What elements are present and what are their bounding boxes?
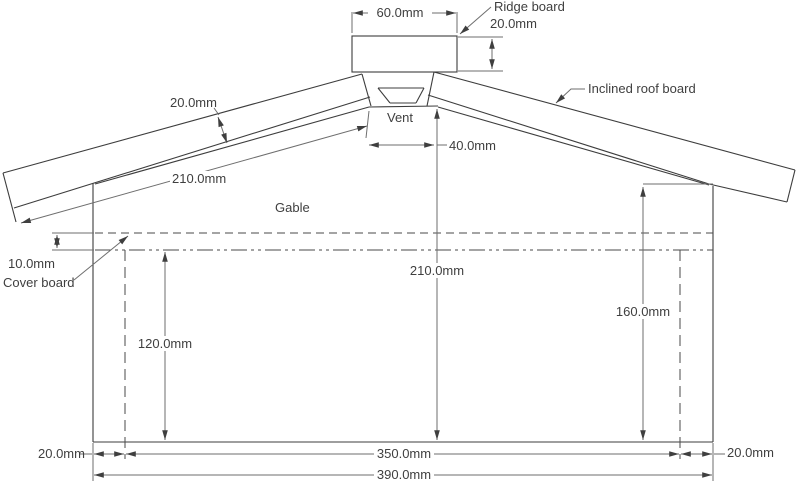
vent-outer-left — [361, 73, 372, 107]
left-roof-end-cap — [2, 172, 17, 223]
inclined-roof-board-leader — [555, 88, 585, 104]
ridge-thickness-dim-label: 20.0mm — [490, 16, 537, 31]
ridge-board-leader — [459, 6, 492, 35]
overall-width-dim-label: 390.0mm — [377, 467, 431, 482]
left-roof-top-edge — [2, 73, 363, 174]
vent-inner-left — [377, 87, 391, 104]
vent-outer-right — [426, 71, 435, 107]
ridge-board-rect — [351, 35, 458, 73]
right-roof-end-cap — [786, 169, 796, 203]
right-roof-top-edge — [433, 71, 796, 171]
left-height-label-bg — [135, 336, 195, 351]
left-height-dim-label: 120.0mm — [138, 336, 192, 351]
center-height-dim-label: 210.0mm — [410, 263, 464, 278]
vent-inner-right — [415, 87, 425, 104]
roof-thickness-label-connector — [213, 107, 220, 116]
left-gable-top-edge — [94, 106, 370, 185]
ridge-width-dim-label: 60.0mm — [377, 5, 424, 20]
right-wall-thickness-dim-label: 20.0mm — [727, 445, 774, 460]
inclined-roof-board-label: Inclined roof board — [588, 81, 696, 96]
vent-width-ext-left — [365, 110, 370, 139]
label-backgrounds — [135, 6, 673, 482]
gable-wall-shape — [92, 183, 714, 459]
left-roof-bottom-edge — [13, 96, 371, 209]
gable-label: Gable — [275, 200, 310, 215]
inner-width-label-bg — [374, 446, 434, 461]
left-wall-thickness-dim-label: 20.0mm — [38, 446, 85, 461]
ridge-width-label-bg — [368, 6, 432, 20]
roof-thickness-dim-line — [217, 116, 228, 144]
vent-label: Vent — [387, 110, 413, 125]
text-labels: 60.0mm Ridge board 20.0mm Inclined roof … — [3, 0, 774, 482]
right-height-label-bg — [613, 304, 673, 319]
vent-width-dim-label: 40.0mm — [449, 138, 496, 153]
right-roof-board-shape — [427, 71, 796, 203]
overall-width-label-bg — [374, 467, 434, 482]
ridge-board-shape — [351, 35, 458, 73]
right-height-dim-label: 160.0mm — [616, 304, 670, 319]
ridge-board-label: Ridge board — [494, 0, 565, 14]
cover-offset-dim-label: 10.0mm — [8, 256, 55, 271]
inner-width-dim-label: 350.0mm — [377, 446, 431, 461]
center-height-label-bg — [408, 263, 466, 278]
vent-bottom-edge — [368, 105, 439, 108]
right-gable-top-edge — [437, 106, 710, 186]
right-roof-bottom-edge — [427, 94, 710, 185]
roof-length-label-bg — [170, 171, 224, 186]
cover-board-lines — [52, 232, 713, 251]
roof-length-dim-label: 210.0mm — [172, 171, 226, 186]
leader-lines — [73, 6, 585, 281]
vent-shape — [361, 71, 439, 108]
roof-thickness-dim-label: 20.0mm — [170, 95, 217, 110]
right-roof-eave-edge — [708, 183, 788, 203]
cover-board-label: Cover board — [3, 275, 75, 290]
cover-board-leader — [73, 235, 129, 281]
